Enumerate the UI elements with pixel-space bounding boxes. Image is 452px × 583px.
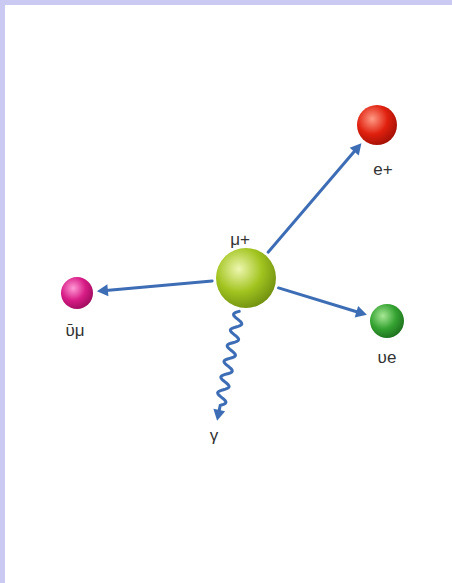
arrow-shaft [106, 281, 212, 290]
particle-label-node: γ [207, 425, 222, 448]
particle-ball: ῡμ [61, 277, 93, 309]
particle-symbol: ῡμ [65, 322, 84, 341]
particle-sphere [370, 304, 404, 338]
arrow-shaft [218, 311, 242, 412]
particle-sphere [357, 105, 397, 145]
particle-ball: μ+ [216, 248, 276, 308]
particle-symbol: γ [210, 427, 219, 446]
ball-shape [61, 277, 93, 309]
frame-left-bar [0, 0, 5, 583]
arrow-shaft [279, 288, 359, 312]
particle-symbol: μ+ [230, 231, 250, 250]
decay-arrow [279, 288, 367, 317]
arrow-head [97, 284, 108, 296]
particle-symbol: υe [378, 349, 397, 368]
arrow-shaft [268, 150, 355, 252]
decay-arrow [268, 143, 361, 252]
photon-arrow [213, 311, 241, 420]
frame-top-bar [0, 0, 452, 5]
ball-shape [357, 105, 397, 145]
arrow-head [213, 409, 225, 421]
decay-arrow [97, 281, 212, 296]
ball-shape [216, 248, 276, 308]
particle-sphere [61, 277, 93, 309]
particle-sphere [216, 248, 276, 308]
particle-symbol: e+ [373, 161, 392, 180]
particle-ball: e+ [357, 105, 397, 145]
arrow-head [355, 306, 367, 317]
particle-ball: υe [370, 304, 404, 338]
arrow-head [350, 143, 362, 155]
ball-shape [370, 304, 404, 338]
